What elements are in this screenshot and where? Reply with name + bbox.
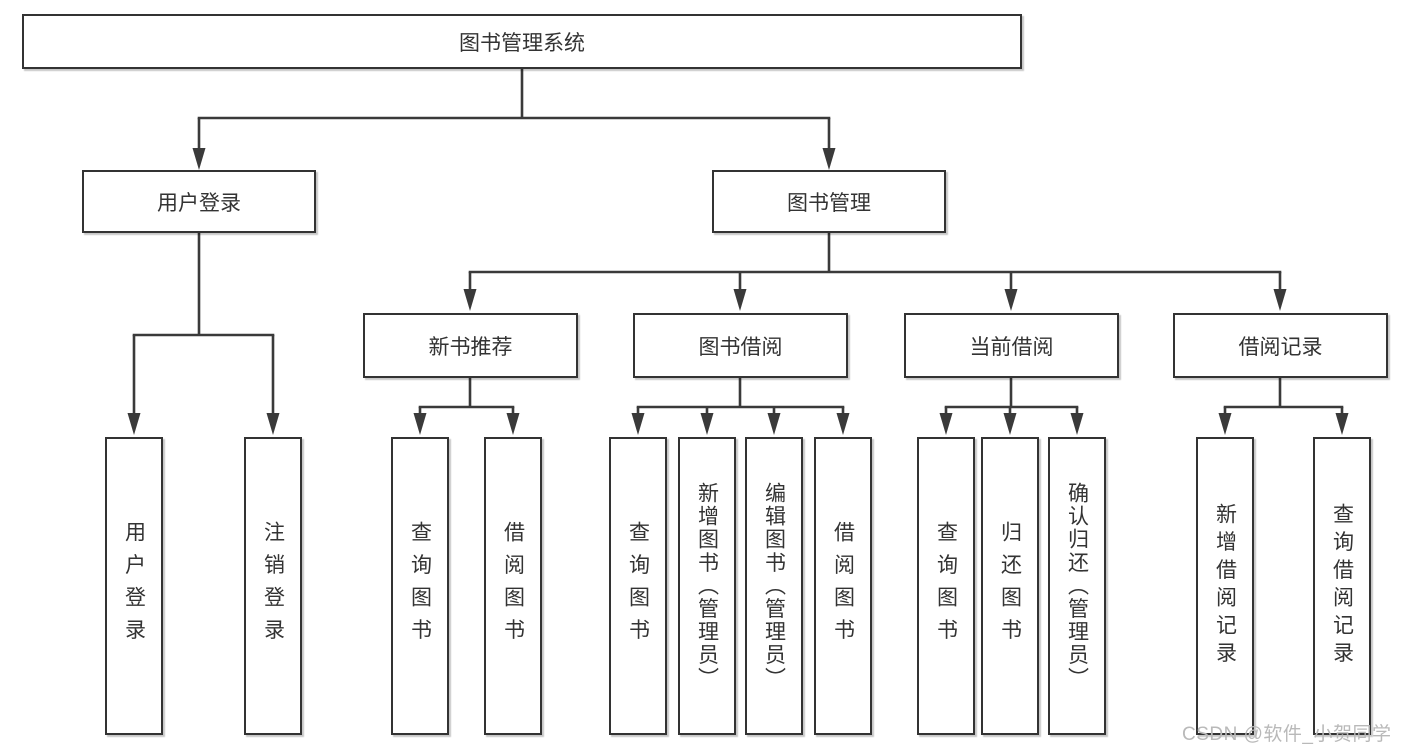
leaf-add-borrow-record: 新增借阅记录 (1196, 437, 1254, 735)
leaf-borrow-books-recommend: 借阅图书 (484, 437, 542, 735)
leaf-return-book: 归还图书 (981, 437, 1039, 735)
leaf-query-books-recommend: 查询图书 (391, 437, 449, 735)
node-current-borrowing: 当前借阅 (904, 313, 1119, 378)
csdn-watermark: CSDN @软件_小贺同学 (1182, 724, 1392, 745)
leaf-edit-book-admin: 编辑图书（管理员） (745, 437, 803, 735)
node-user-login: 用户登录 (82, 170, 316, 233)
leaf-borrow-books-borrowing: 借阅图书 (814, 437, 872, 735)
node-book-borrowing: 图书借阅 (633, 313, 848, 378)
leaf-query-borrow-record: 查询借阅记录 (1313, 437, 1371, 735)
leaf-logout: 注销登录 (244, 437, 302, 735)
node-borrowing-records: 借阅记录 (1173, 313, 1388, 378)
node-root-system: 图书管理系统 (22, 14, 1022, 69)
leaf-confirm-return-admin: 确认归还（管理员） (1048, 437, 1106, 735)
leaf-user-login: 用户登录 (105, 437, 163, 735)
leaf-add-book-admin: 新增图书（管理员） (678, 437, 736, 735)
node-new-book-recommend: 新书推荐 (363, 313, 578, 378)
leaf-query-books-current: 查询图书 (917, 437, 975, 735)
leaf-query-books-borrowing: 查询图书 (609, 437, 667, 735)
node-book-management: 图书管理 (712, 170, 946, 233)
